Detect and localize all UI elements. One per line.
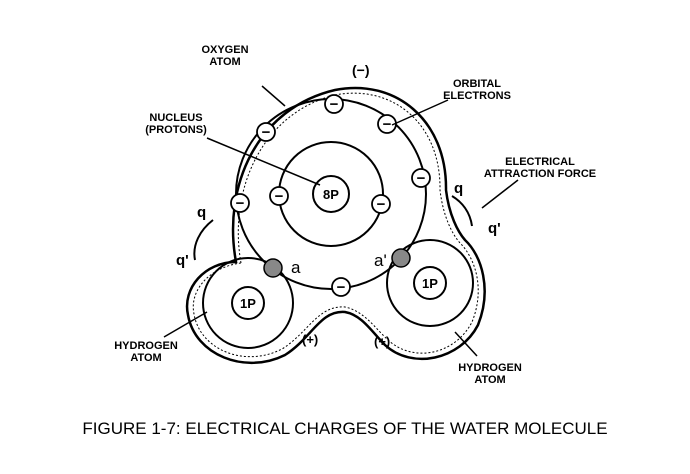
hydrogen-left-nucleus <box>231 286 265 320</box>
q-right: q <box>454 180 464 197</box>
hydrogen-atom-left-label: HYDROGEN ATOM <box>114 340 178 364</box>
electron: − <box>371 194 391 214</box>
oxygen-atom-label: OXYGEN ATOM <box>201 44 249 68</box>
electron: − <box>269 186 289 206</box>
electron: − <box>230 193 250 213</box>
hydrogen-charge-right: (+) <box>374 334 391 349</box>
svg-text:−: − <box>337 279 346 296</box>
leader-lines <box>163 85 519 357</box>
hydrogen-left-orbit <box>202 257 294 349</box>
shared-electron-a-prime <box>391 248 411 268</box>
bond-a-prime-label: a' <box>374 251 387 270</box>
svg-text:−: − <box>236 195 245 212</box>
q-left: q <box>197 204 207 221</box>
q-prime-right: q' <box>488 220 501 237</box>
bond-a-label: a <box>291 258 301 277</box>
oxygen-charge: (−) <box>352 62 370 78</box>
nucleus-label: NUCLEUS (PROTONS) <box>145 112 207 136</box>
molecule-outline <box>185 86 486 365</box>
q-prime-left: q' <box>176 252 189 269</box>
hydrogen-charge-left: (+) <box>302 332 319 347</box>
svg-text:−: − <box>377 196 386 213</box>
electron: − <box>331 277 351 297</box>
svg-text:−: − <box>275 188 284 205</box>
hydrogen-right-nucleus <box>413 266 447 300</box>
electrons: − − − − − − − − <box>230 94 431 297</box>
electrical-attraction-force-label: ELECTRICAL ATTRACTION FORCE <box>483 156 597 180</box>
svg-text:−: − <box>417 170 426 187</box>
oxygen-nucleus <box>312 175 350 213</box>
shared-electron-a <box>263 258 283 278</box>
oxygen-nucleus-label: 8P <box>323 187 339 202</box>
svg-text:−: − <box>383 116 392 133</box>
hydrogen-right-orbit <box>386 239 474 327</box>
figure-caption: FIGURE 1-7: ELECTRICAL CHARGES OF THE WA… <box>82 419 608 438</box>
electron: − <box>411 168 431 188</box>
svg-text:−: − <box>330 96 339 113</box>
attraction-arcs <box>193 195 473 261</box>
svg-text:−: − <box>262 124 271 141</box>
electron: − <box>256 122 276 142</box>
hydrogen-left-nucleus-label: 1P <box>240 296 256 311</box>
electron: − <box>324 94 344 114</box>
hydrogen-right-nucleus-label: 1P <box>422 276 438 291</box>
orbital-electrons-label: ORBITAL ELECTRONS <box>443 78 511 102</box>
hydrogen-atom-right-label: HYDROGEN ATOM <box>458 362 522 386</box>
